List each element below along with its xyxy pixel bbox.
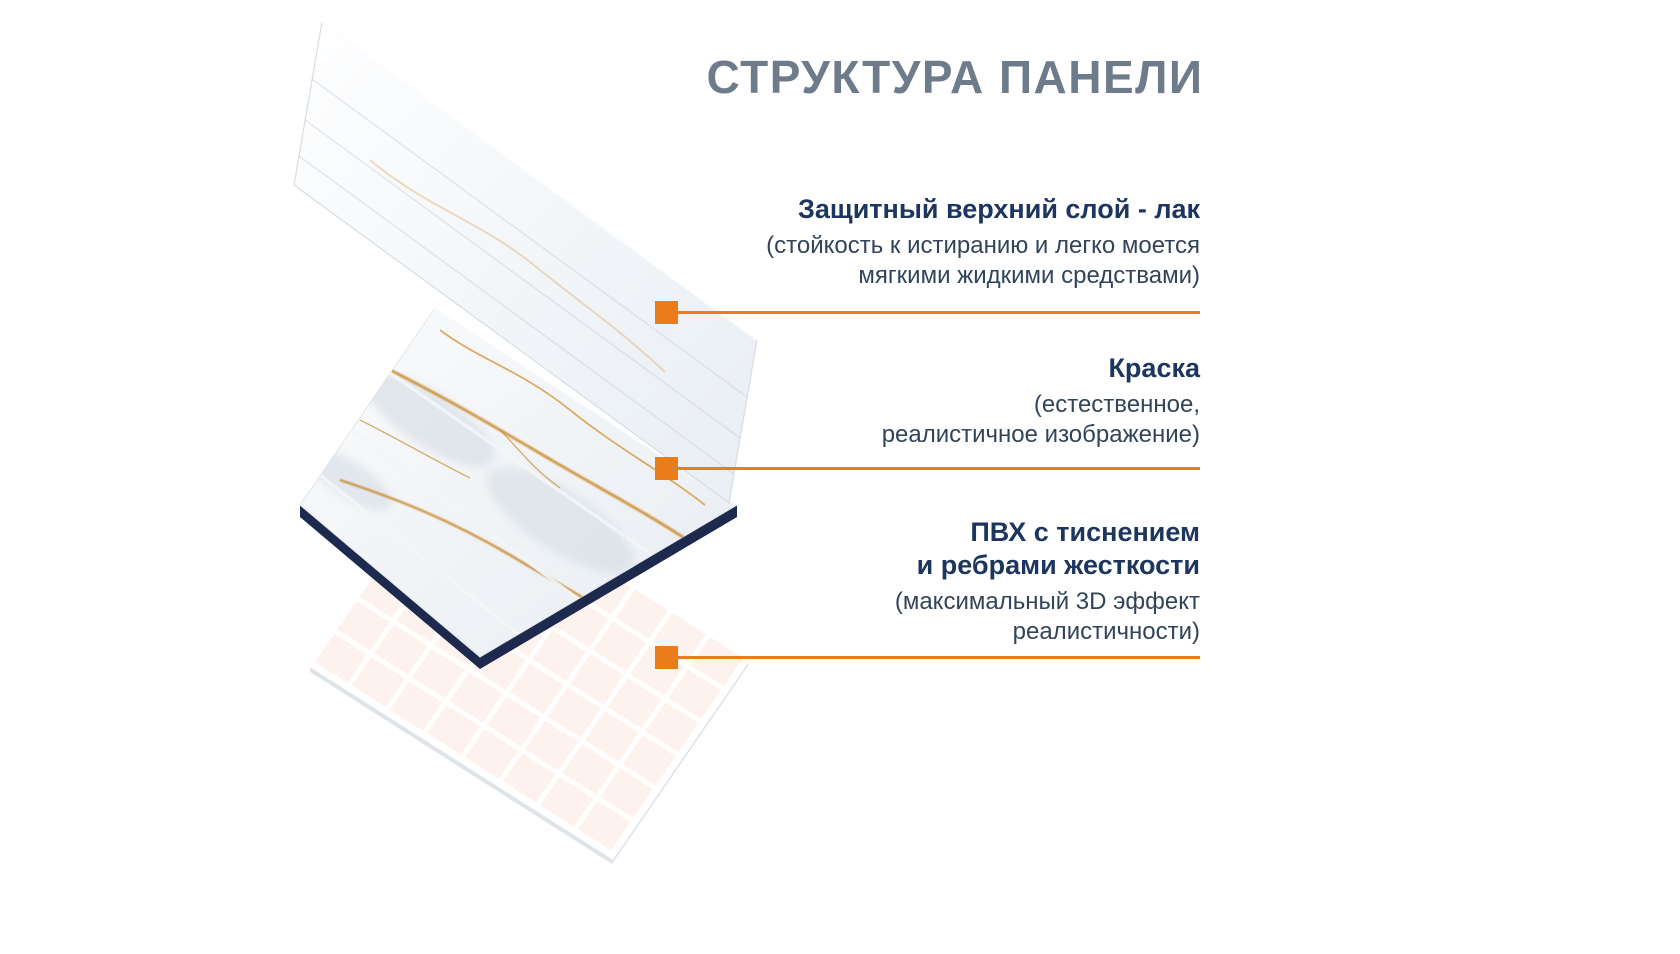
annotation-pvc-desc-2: реалистичности)	[1012, 618, 1200, 645]
orange-square-marker-lacquer	[655, 301, 678, 324]
orange-square-marker-pvc	[655, 646, 678, 669]
annotation-paint: Краска (естественное, реалистичное изобр…	[882, 352, 1200, 450]
annotation-paint-title: Краска	[1108, 353, 1200, 383]
annotation-paint-desc-1: (естественное,	[1033, 391, 1200, 418]
panel-layers-svg	[293, 20, 758, 864]
annotation-paint-desc-2: реалистичное изображение)	[881, 421, 1200, 448]
annotation-pvc-title-2: и ребрами жесткости	[916, 550, 1200, 580]
annotation-lacquer-desc-2: мягкими жидкими средствами)	[858, 262, 1200, 289]
paint-marble-layer	[299, 307, 738, 669]
annotation-pvc-desc-1: (максимальный 3D эффект	[894, 588, 1200, 615]
plank-gap-lines	[318, 371, 653, 636]
leader-line-pvc	[678, 656, 1200, 659]
leader-paint	[655, 457, 1200, 480]
annotation-pvc: ПВХ с тиснением и ребрами жесткости (мак…	[895, 516, 1200, 647]
lacquer-sheet-layer	[293, 20, 758, 505]
panel-side-edge	[300, 505, 737, 669]
orange-square-marker-paint	[655, 457, 678, 480]
marble-texture	[308, 329, 706, 636]
annotation-lacquer-desc-1: (стойкость к истиранию и легко моется	[766, 232, 1200, 259]
annotation-lacquer-title: Защитный верхний слой - лак	[798, 194, 1200, 224]
page-title: СТРУКТУРА ПАНЕЛИ	[706, 51, 1204, 103]
see-through-plank-lines	[298, 78, 748, 475]
leader-line-lacquer	[678, 311, 1200, 314]
leader-pvc	[655, 646, 1200, 669]
leader-line-paint	[678, 467, 1200, 470]
leader-lacquer	[655, 301, 1200, 324]
annotation-pvc-title-1: ПВХ с тиснением	[970, 517, 1200, 547]
panel-structure-illustration	[280, 10, 780, 870]
annotation-lacquer: Защитный верхний слой - лак (стойкость к…	[766, 193, 1200, 291]
